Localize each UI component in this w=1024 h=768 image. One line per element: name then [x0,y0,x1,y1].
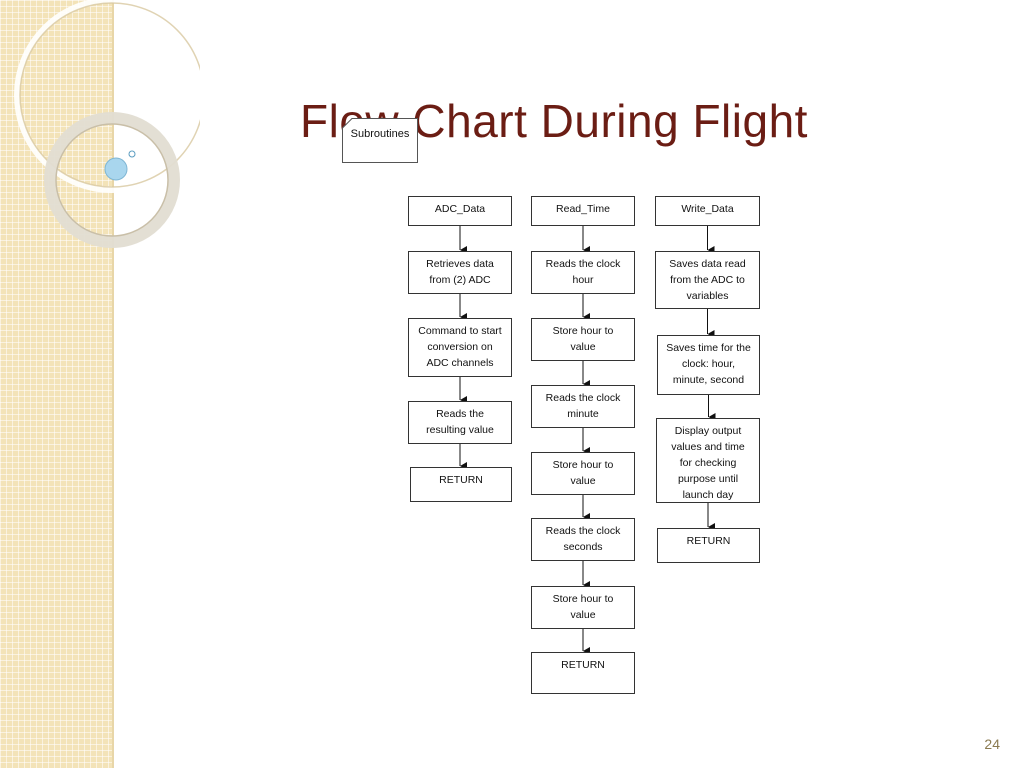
sidebar-pattern [0,0,112,768]
box-saves-data-read: Saves data read from the ADC to variable… [655,251,760,309]
subroutines-tab [342,118,418,163]
box-reads-resulting-value: Reads the resulting value [408,401,512,444]
box-adc-data: ADC_Data [408,196,512,226]
box-retrieves-data: Retrieves data from (2) ADC [408,251,512,294]
deco-ring-large-edge [19,2,200,188]
decorative-circles [14,0,200,248]
box-store-hour-1: Store hour to value [531,318,635,361]
box-saves-time: Saves time for the clock: hour, minute, … [657,335,760,395]
box-read-time: Read_Time [531,196,635,226]
box-store-hour-2: Store hour to value [531,452,635,495]
deco-ring-small-edge [55,123,169,237]
page-number: 24 [984,736,1000,752]
box-store-hour-3: Store hour to value [531,586,635,629]
small-bubble-icon [128,150,136,158]
box-adc-return: RETURN [410,467,512,502]
sidebar-edge [112,0,114,768]
bubble-icon [104,157,128,181]
box-command-start-conversion: Command to start conversion on ADC chann… [408,318,512,377]
box-write-return: RETURN [657,528,760,563]
box-display-output: Display output values and time for check… [656,418,760,503]
deco-ring-small [44,112,180,248]
subroutines-label: Subroutines [350,128,410,140]
box-reads-clock-minute: Reads the clock minute [531,385,635,428]
box-write-data: Write_Data [655,196,760,226]
box-reads-clock-seconds: Reads the clock seconds [531,518,635,561]
box-reads-clock-hour: Reads the clock hour [531,251,635,294]
box-time-return: RETURN [531,652,635,694]
tab-corner [342,118,353,129]
deco-ring-large [14,0,200,193]
